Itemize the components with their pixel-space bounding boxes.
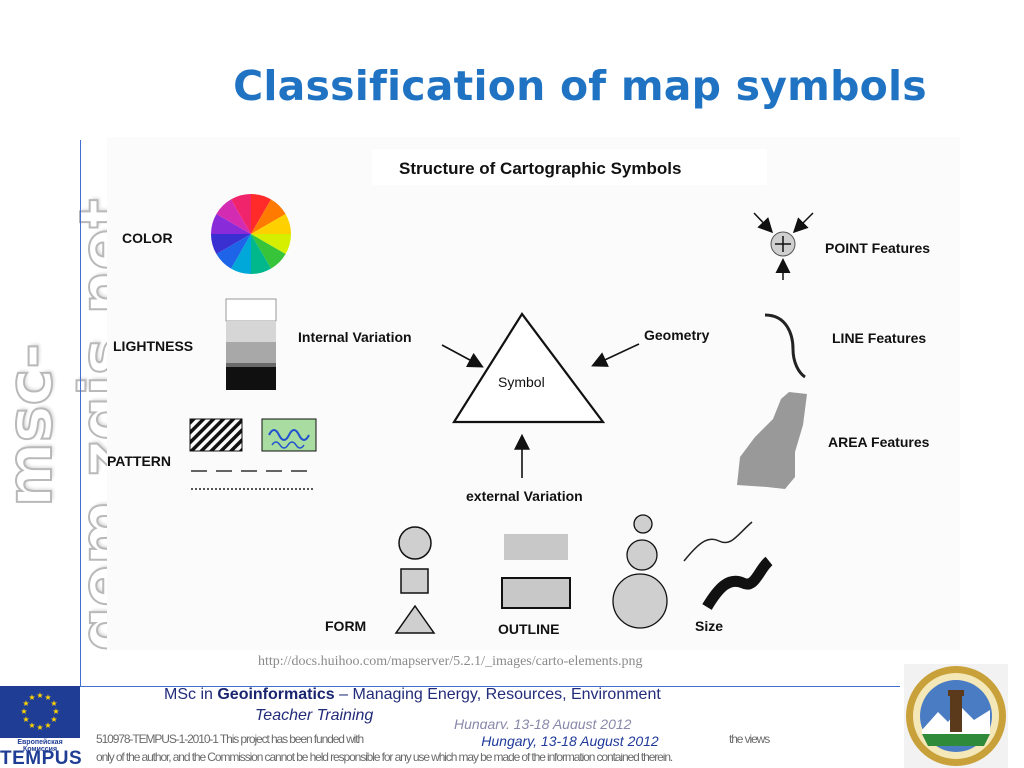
- ghost-date-text: Hungary, 13-18 August 2012: [454, 716, 632, 732]
- eu-commission-label: Европейская Комиссия: [17, 739, 63, 753]
- disclaimer-line-1: 510978-TEMPUS-1-2010-1 This project has …: [96, 730, 784, 748]
- funding-disclaimer: 510978-TEMPUS-1-2010-1 This project has …: [96, 730, 784, 766]
- label-color: COLOR: [122, 230, 173, 246]
- label-external-variation: external Variation: [466, 488, 583, 504]
- eu-flag-logo: ★ ★ ★ ★ ★ ★ ★ ★ ★ ★ ★ ★: [0, 686, 80, 738]
- eu-stars-icon: ★ ★ ★ ★ ★ ★ ★ ★ ★ ★ ★ ★: [20, 691, 59, 732]
- horizontal-rule: [80, 686, 900, 687]
- svg-text:★: ★: [28, 721, 35, 730]
- arrow-internal: [441, 344, 484, 368]
- arrow-geometry: [591, 343, 640, 367]
- svg-text:★: ★: [50, 699, 57, 708]
- label-point-features: POINT Features: [825, 240, 930, 256]
- svg-text:★: ★: [36, 723, 43, 732]
- university-seal-logo: [904, 664, 1008, 768]
- symbol-center-label: Symbol: [498, 374, 545, 390]
- svg-text:★: ★: [44, 721, 51, 730]
- label-lightness: LIGHTNESS: [113, 338, 193, 354]
- svg-text:★: ★: [44, 693, 51, 702]
- event-date: Hungary, 13-18 August 2012: [466, 729, 674, 753]
- label-form: FORM: [325, 618, 366, 634]
- area-feature-icon: [737, 392, 807, 489]
- image-source-caption: http://docs.huihoo.com/mapserver/5.2.1/_…: [258, 654, 643, 669]
- disclaimer-line-1-end: the views: [729, 732, 770, 746]
- program-title: MSc in Geoinformatics – Managing Energy,…: [164, 686, 661, 704]
- vertical-rule: [80, 140, 81, 686]
- lightness-scale-icon: [225, 298, 277, 390]
- label-geometry: Geometry: [644, 327, 710, 343]
- svg-text:★: ★: [22, 699, 29, 708]
- disclaimer-line-1-start: 510978-TEMPUS-1-2010-1 This project has …: [96, 732, 364, 746]
- outline-shapes-icon: [501, 534, 571, 609]
- point-feature-icon: [753, 212, 814, 280]
- svg-text:★: ★: [28, 693, 35, 702]
- label-area-features: AREA Features: [828, 434, 930, 450]
- size-shapes-icon: [612, 514, 773, 629]
- figure-canvas: Structure of Cartographic Symbols COLOR …: [107, 149, 930, 637]
- color-wheel-icon: [211, 194, 291, 274]
- symbol-structure-figure: Structure of Cartographic Symbols COLOR …: [107, 137, 960, 650]
- label-pattern: PATTERN: [107, 453, 171, 469]
- side-brand-watermark: msc-gem.zgis.net: [0, 198, 140, 653]
- slide-title: Classification of map symbols: [233, 62, 927, 110]
- diagram-heading: Structure of Cartographic Symbols: [399, 159, 681, 178]
- svg-text:★: ★: [50, 715, 57, 724]
- tempus-logo-text: TEMPUS: [0, 748, 83, 768]
- label-line-features: LINE Features: [832, 330, 926, 346]
- label-internal-variation: Internal Variation: [298, 329, 412, 345]
- svg-text:★: ★: [52, 707, 59, 716]
- symbol-triangle: [452, 312, 606, 424]
- svg-text:★: ★: [36, 691, 43, 700]
- svg-text:★: ★: [22, 715, 29, 724]
- disclaimer-line-2: only of the author, and the Commission c…: [96, 750, 673, 764]
- label-outline: OUTLINE: [498, 621, 559, 637]
- heading-box: [372, 149, 767, 185]
- program-suffix: – Managing Energy, Resources, Environmen…: [334, 686, 661, 703]
- university-seal-icon: [906, 666, 1006, 766]
- teacher-training-label: Teacher Training: [255, 707, 374, 724]
- pattern-samples-icon: [189, 418, 317, 490]
- label-size: Size: [695, 618, 723, 634]
- line-feature-icon: [764, 313, 806, 379]
- program-prefix: MSc in: [164, 686, 218, 703]
- program-bold: Geoinformatics: [217, 686, 335, 703]
- svg-text:★: ★: [20, 707, 27, 716]
- form-shapes-icon: [394, 526, 436, 634]
